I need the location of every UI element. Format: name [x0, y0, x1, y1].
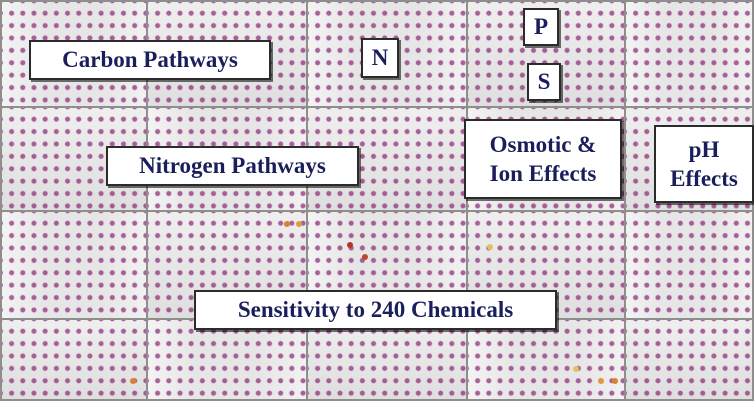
plate: [306, 106, 468, 212]
label-carbon-pathways: Carbon Pathways: [29, 40, 271, 80]
label-ph-line-1: pH: [688, 137, 720, 162]
label-n: N: [361, 38, 399, 78]
label-osmotic-ion-effects: Osmotic & Ion Effects: [464, 119, 622, 199]
label-nitrogen-pathways: Nitrogen Pathways: [106, 146, 359, 186]
label-ph-effects: pH Effects: [654, 125, 754, 203]
plate: [0, 318, 148, 401]
red-well: [347, 242, 353, 248]
red-well: [362, 254, 368, 260]
orange-well: [296, 221, 302, 227]
plate: [624, 210, 754, 320]
orange-well: [284, 221, 290, 227]
label-p: P: [523, 8, 559, 46]
orange-well: [130, 378, 136, 384]
label-osmotic-line-1: Osmotic &: [489, 132, 597, 157]
label-osmotic-line-2: Ion Effects: [489, 161, 597, 186]
label-s: S: [527, 63, 561, 101]
yellow-well: [573, 366, 579, 372]
plate: [624, 318, 754, 401]
label-ph-line-2: Effects: [670, 166, 738, 191]
plate: [306, 318, 468, 401]
plate: [624, 0, 754, 108]
plate: [0, 210, 148, 320]
yellow-well: [487, 244, 493, 250]
label-sensitivity-240-chemicals: Sensitivity to 240 Chemicals: [194, 290, 557, 330]
orange-well: [598, 378, 604, 384]
plate: [146, 318, 308, 401]
plate: [466, 318, 626, 401]
orange-well: [612, 378, 618, 384]
